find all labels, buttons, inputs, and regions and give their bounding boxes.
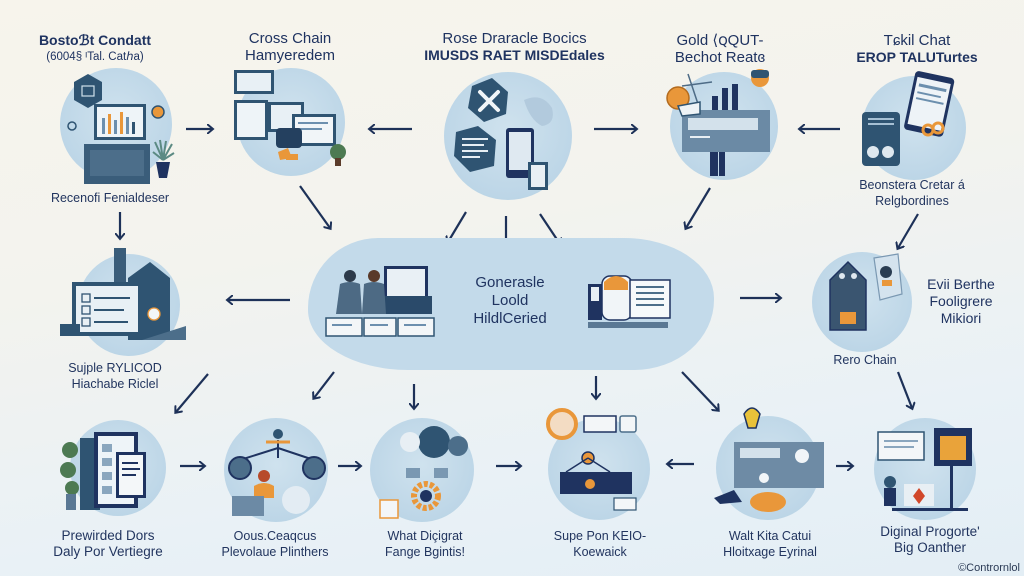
node-8-caption: Prewirded Dors Daly Por Vertiegre bbox=[38, 528, 178, 560]
node-8-books-illustration bbox=[60, 432, 146, 510]
center-document-illustration bbox=[588, 275, 671, 328]
node-5-title-line1: Tɕkil Chat bbox=[883, 32, 951, 49]
node-4-title: Gold ⟨ꞯQUT- Bechot Reatɞ bbox=[660, 32, 780, 66]
node-11-caption-line2: Koewaick bbox=[573, 545, 627, 559]
node-9-caption-line1: Oous.Ceaqcus bbox=[233, 529, 317, 543]
node-5-caption-line1: Beonstera Cretar á bbox=[859, 178, 965, 192]
arrow-n5-to-n7 bbox=[898, 213, 919, 248]
node-13-security-illustration bbox=[877, 428, 972, 511]
node-10-gear-illustration bbox=[379, 426, 468, 519]
node-4-finance-illustration bbox=[666, 69, 770, 176]
node-12-caption-line2: Hloitxage Eyrinal bbox=[723, 545, 817, 559]
node-7-title-line2: Fooligrere bbox=[929, 293, 993, 309]
node-6-caption: Sujple RYLICOD Hiachabe Riclel bbox=[40, 360, 190, 392]
node-4-title-line2: Bechot Reatɞ bbox=[674, 49, 766, 66]
center-team-illustration bbox=[325, 266, 435, 337]
node-6-caption-line2: Hiachabe Riclel bbox=[71, 377, 159, 391]
node-7-caption: Rero Chain bbox=[800, 352, 930, 368]
node-8-caption-line1: Prewirded Dors bbox=[61, 528, 155, 543]
node-7-throne-illustration bbox=[829, 253, 903, 331]
arrow-center-to-n9 bbox=[314, 371, 335, 398]
arrow-n6-to-n8 bbox=[176, 373, 209, 412]
arrow-center-to-n12 bbox=[681, 371, 718, 410]
node-5-chat-illustration bbox=[862, 71, 955, 166]
node-11-caption: Supe Pon KEIO- Koewaick bbox=[530, 528, 670, 560]
node-9-caption: Oous.Ceaqcus Plevolaue Plinthers bbox=[195, 528, 355, 560]
node-2-title: Cross Chain Hamyeredem bbox=[225, 30, 355, 64]
node-2-title-line2: Hamyeredem bbox=[244, 47, 336, 64]
node-3-tools-illustration bbox=[454, 78, 553, 190]
arrow-n2-to-center bbox=[299, 185, 330, 228]
node-5-caption-line2: Relgbordines bbox=[875, 194, 949, 208]
node-1-caption: Recenofi Fenialdeser bbox=[40, 190, 180, 206]
node-1-plant-icon bbox=[152, 139, 175, 178]
arrow-n7-to-n13 bbox=[896, 371, 912, 408]
node-11-caption-line1: Supe Pon KEIO- bbox=[553, 529, 647, 543]
node-6-building-illustration bbox=[60, 248, 186, 340]
node-5-title: Tɕkil Chat EROP TALUTurtes bbox=[852, 32, 982, 66]
node-3-title-line1: Rose Draracle Bocics bbox=[442, 30, 587, 47]
node-2-devices-illustration bbox=[234, 70, 346, 166]
node-13-caption-line2: Big Oanther bbox=[893, 540, 967, 555]
node-7-side-title: Evii Berthe Fooligrere Mikiori bbox=[916, 276, 1006, 327]
node-1-title-line1: Bostoℬt Condatt bbox=[38, 32, 152, 48]
node-12-caption-line1: Walt Kita Catui bbox=[728, 529, 812, 543]
node-5-caption: Beonstera Cretar á Relgbordines bbox=[842, 177, 982, 209]
node-7-caption-line1: Rero Chain bbox=[833, 353, 897, 367]
node-1-caption-line1: Recenofi Fenialdeser bbox=[50, 191, 170, 205]
node-13-caption: Diginal Progorte' Big Oanther bbox=[860, 524, 1000, 556]
node-3-title: Rose Draracle Bocics IMUSDS RAET MISDEda… bbox=[402, 30, 627, 64]
center-title-line2: Loold bbox=[491, 292, 529, 309]
node-1-title-line2: (6004§ ᴵTal. Catℎa) bbox=[46, 51, 144, 63]
footer-credit: ©Contrornlol bbox=[958, 562, 1020, 574]
node-10-caption-line2: Fange Bgintis! bbox=[385, 545, 465, 559]
node-1-monitor-illustration bbox=[67, 74, 165, 184]
node-1-title: Bostoℬt Condatt (6004§ ᴵTal. Catℎa) bbox=[30, 32, 160, 66]
node-10-caption: What Diçigrat Fange Bgintis! bbox=[360, 528, 490, 560]
node-12-caption: Walt Kita Catui Hloitxage Eyrinal bbox=[700, 528, 840, 560]
node-9-network-illustration bbox=[228, 429, 326, 516]
node-5-title-line2: EROP TALUTurtes bbox=[856, 49, 978, 65]
center-title: Gonerasle Loold HildlCeried bbox=[440, 274, 580, 328]
node-2-title-line1: Cross Chain bbox=[248, 30, 332, 47]
node-7-title-line1: Evii Berthe bbox=[927, 276, 995, 292]
node-12-dashboard-illustration bbox=[714, 407, 824, 512]
arrow-n3-to-center bbox=[448, 211, 467, 242]
arrow-n4-to-center bbox=[686, 187, 711, 228]
center-title-line3: HildlCeried bbox=[473, 310, 547, 327]
node-8-caption-line2: Daly Por Vertiegre bbox=[53, 544, 163, 559]
node-6-caption-line1: Sujple RYLICOD bbox=[68, 361, 162, 375]
node-3-title-line2: IMUSDS RAET MISDEdales bbox=[424, 47, 605, 63]
node-7-title-line3: Mikiori bbox=[940, 310, 982, 326]
center-title-line1: Gonerasle bbox=[475, 274, 545, 291]
node-11-hub-illustration bbox=[546, 408, 637, 511]
node-4-title-line1: Gold ⟨ꞯQUT- bbox=[676, 32, 764, 49]
node-9-caption-line2: Plevolaue Plinthers bbox=[221, 545, 329, 559]
node-13-caption-line1: Diginal Progorte' bbox=[880, 524, 980, 539]
node-10-caption-line1: What Diçigrat bbox=[387, 529, 463, 543]
